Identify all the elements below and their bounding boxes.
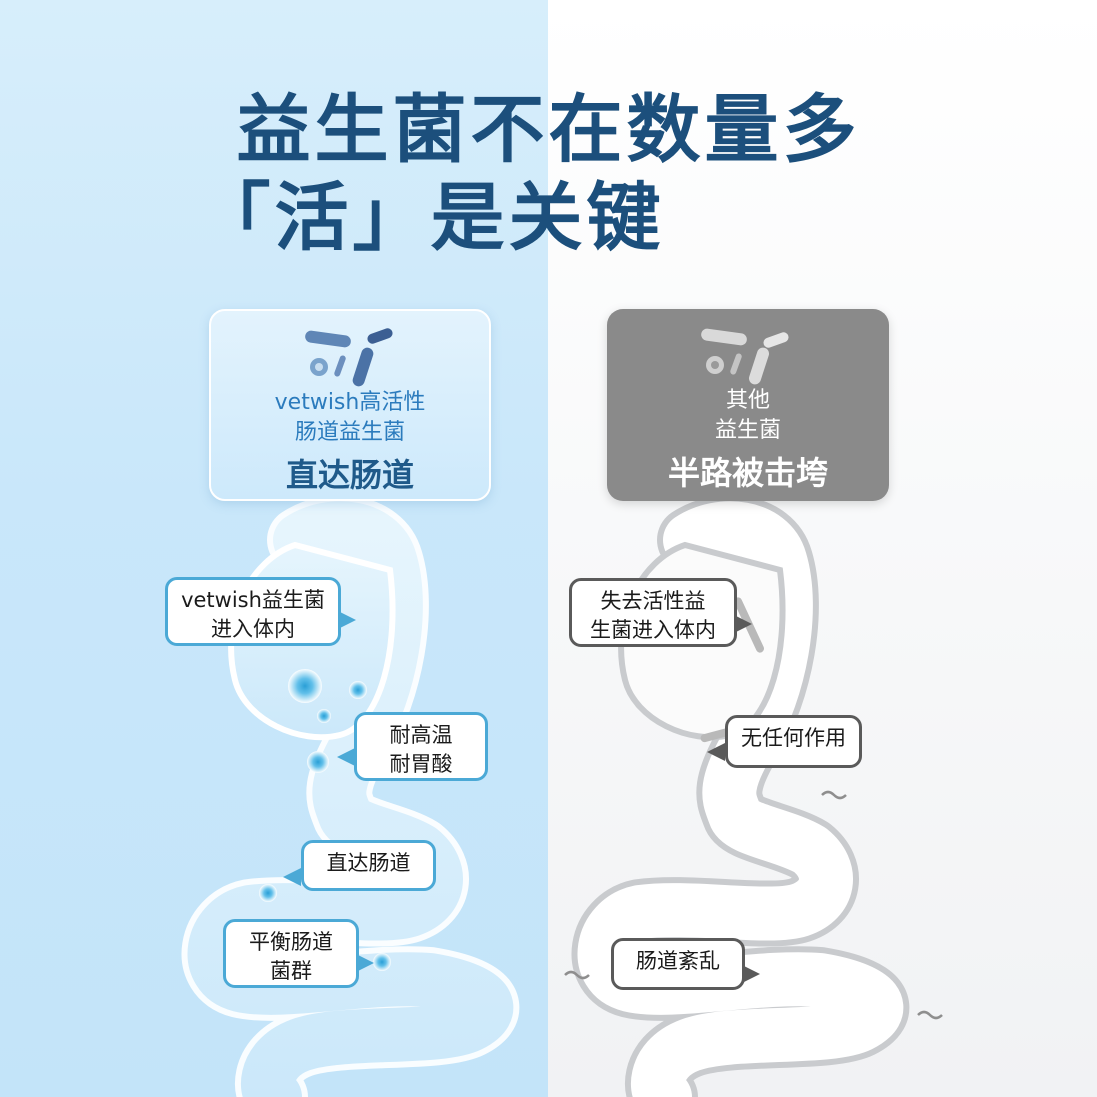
callout-intestinal-disorder: 肠道紊乱 xyxy=(611,938,745,990)
inactive-bacteria-icon xyxy=(701,328,789,385)
callout-tail xyxy=(742,965,760,983)
callout-tail xyxy=(283,868,301,886)
probiotic-dots xyxy=(259,669,391,971)
callout-tail xyxy=(356,954,374,972)
probiotic-dot-icon xyxy=(317,709,331,723)
callout-balance-flora: 平衡肠道 菌群 xyxy=(223,919,359,988)
card-subtitle-2: 益生菌 xyxy=(714,418,781,443)
disorder-squiggle-icon xyxy=(917,1010,943,1020)
callout-tail xyxy=(338,611,356,629)
card-headline: 直达肠道 xyxy=(285,456,414,494)
headline-line-2: 「活」是关键 xyxy=(196,175,665,261)
card-subtitle-1: 其他 xyxy=(725,388,770,413)
disorder-squiggle-icon xyxy=(564,970,590,980)
callout-no-effect: 无任何作用 xyxy=(725,715,862,768)
callout-text: 肠道紊乱 xyxy=(636,949,720,973)
card-headline: 半路被击垮 xyxy=(667,454,828,492)
probiotic-dot-icon xyxy=(349,681,367,699)
probiotic-dot-icon xyxy=(373,953,391,971)
callout-text: 失去活性益 生菌进入体内 xyxy=(590,589,716,642)
callout-text: 平衡肠道 菌群 xyxy=(249,930,333,983)
callout-text: vetwish益生菌 进入体内 xyxy=(181,588,325,641)
callout-enter-body: vetwish益生菌 进入体内 xyxy=(165,577,341,646)
probiotic-dot-icon xyxy=(307,751,329,773)
callout-text: 耐高温 耐胃酸 xyxy=(389,723,453,776)
probiotic-bacteria-icon xyxy=(305,328,393,387)
disorder-squiggle-icon xyxy=(821,790,847,800)
card-subtitle-1: vetwish高活性 xyxy=(274,390,426,415)
callout-text: 无任何作用 xyxy=(741,726,846,750)
callout-tail xyxy=(734,615,752,633)
card-subtitle-2: 肠道益生菌 xyxy=(294,420,405,445)
probiotic-dot-icon xyxy=(259,884,277,902)
headline-line-1: 益生菌不在数量多 xyxy=(236,87,861,173)
vetwish-card: vetwish高活性 肠道益生菌 直达肠道 xyxy=(209,309,491,501)
probiotic-dot-icon xyxy=(288,669,322,703)
other-probiotics-card: 其他 益生菌 半路被击垮 xyxy=(607,309,889,501)
callout-tail xyxy=(337,748,355,766)
callout-reach-intestine: 直达肠道 xyxy=(301,840,436,891)
callout-inactive-enter-body: 失去活性益 生菌进入体内 xyxy=(569,578,737,647)
callout-tail xyxy=(707,743,725,761)
callout-heat-acid-resistant: 耐高温 耐胃酸 xyxy=(354,712,488,781)
callout-text: 直达肠道 xyxy=(326,851,411,875)
